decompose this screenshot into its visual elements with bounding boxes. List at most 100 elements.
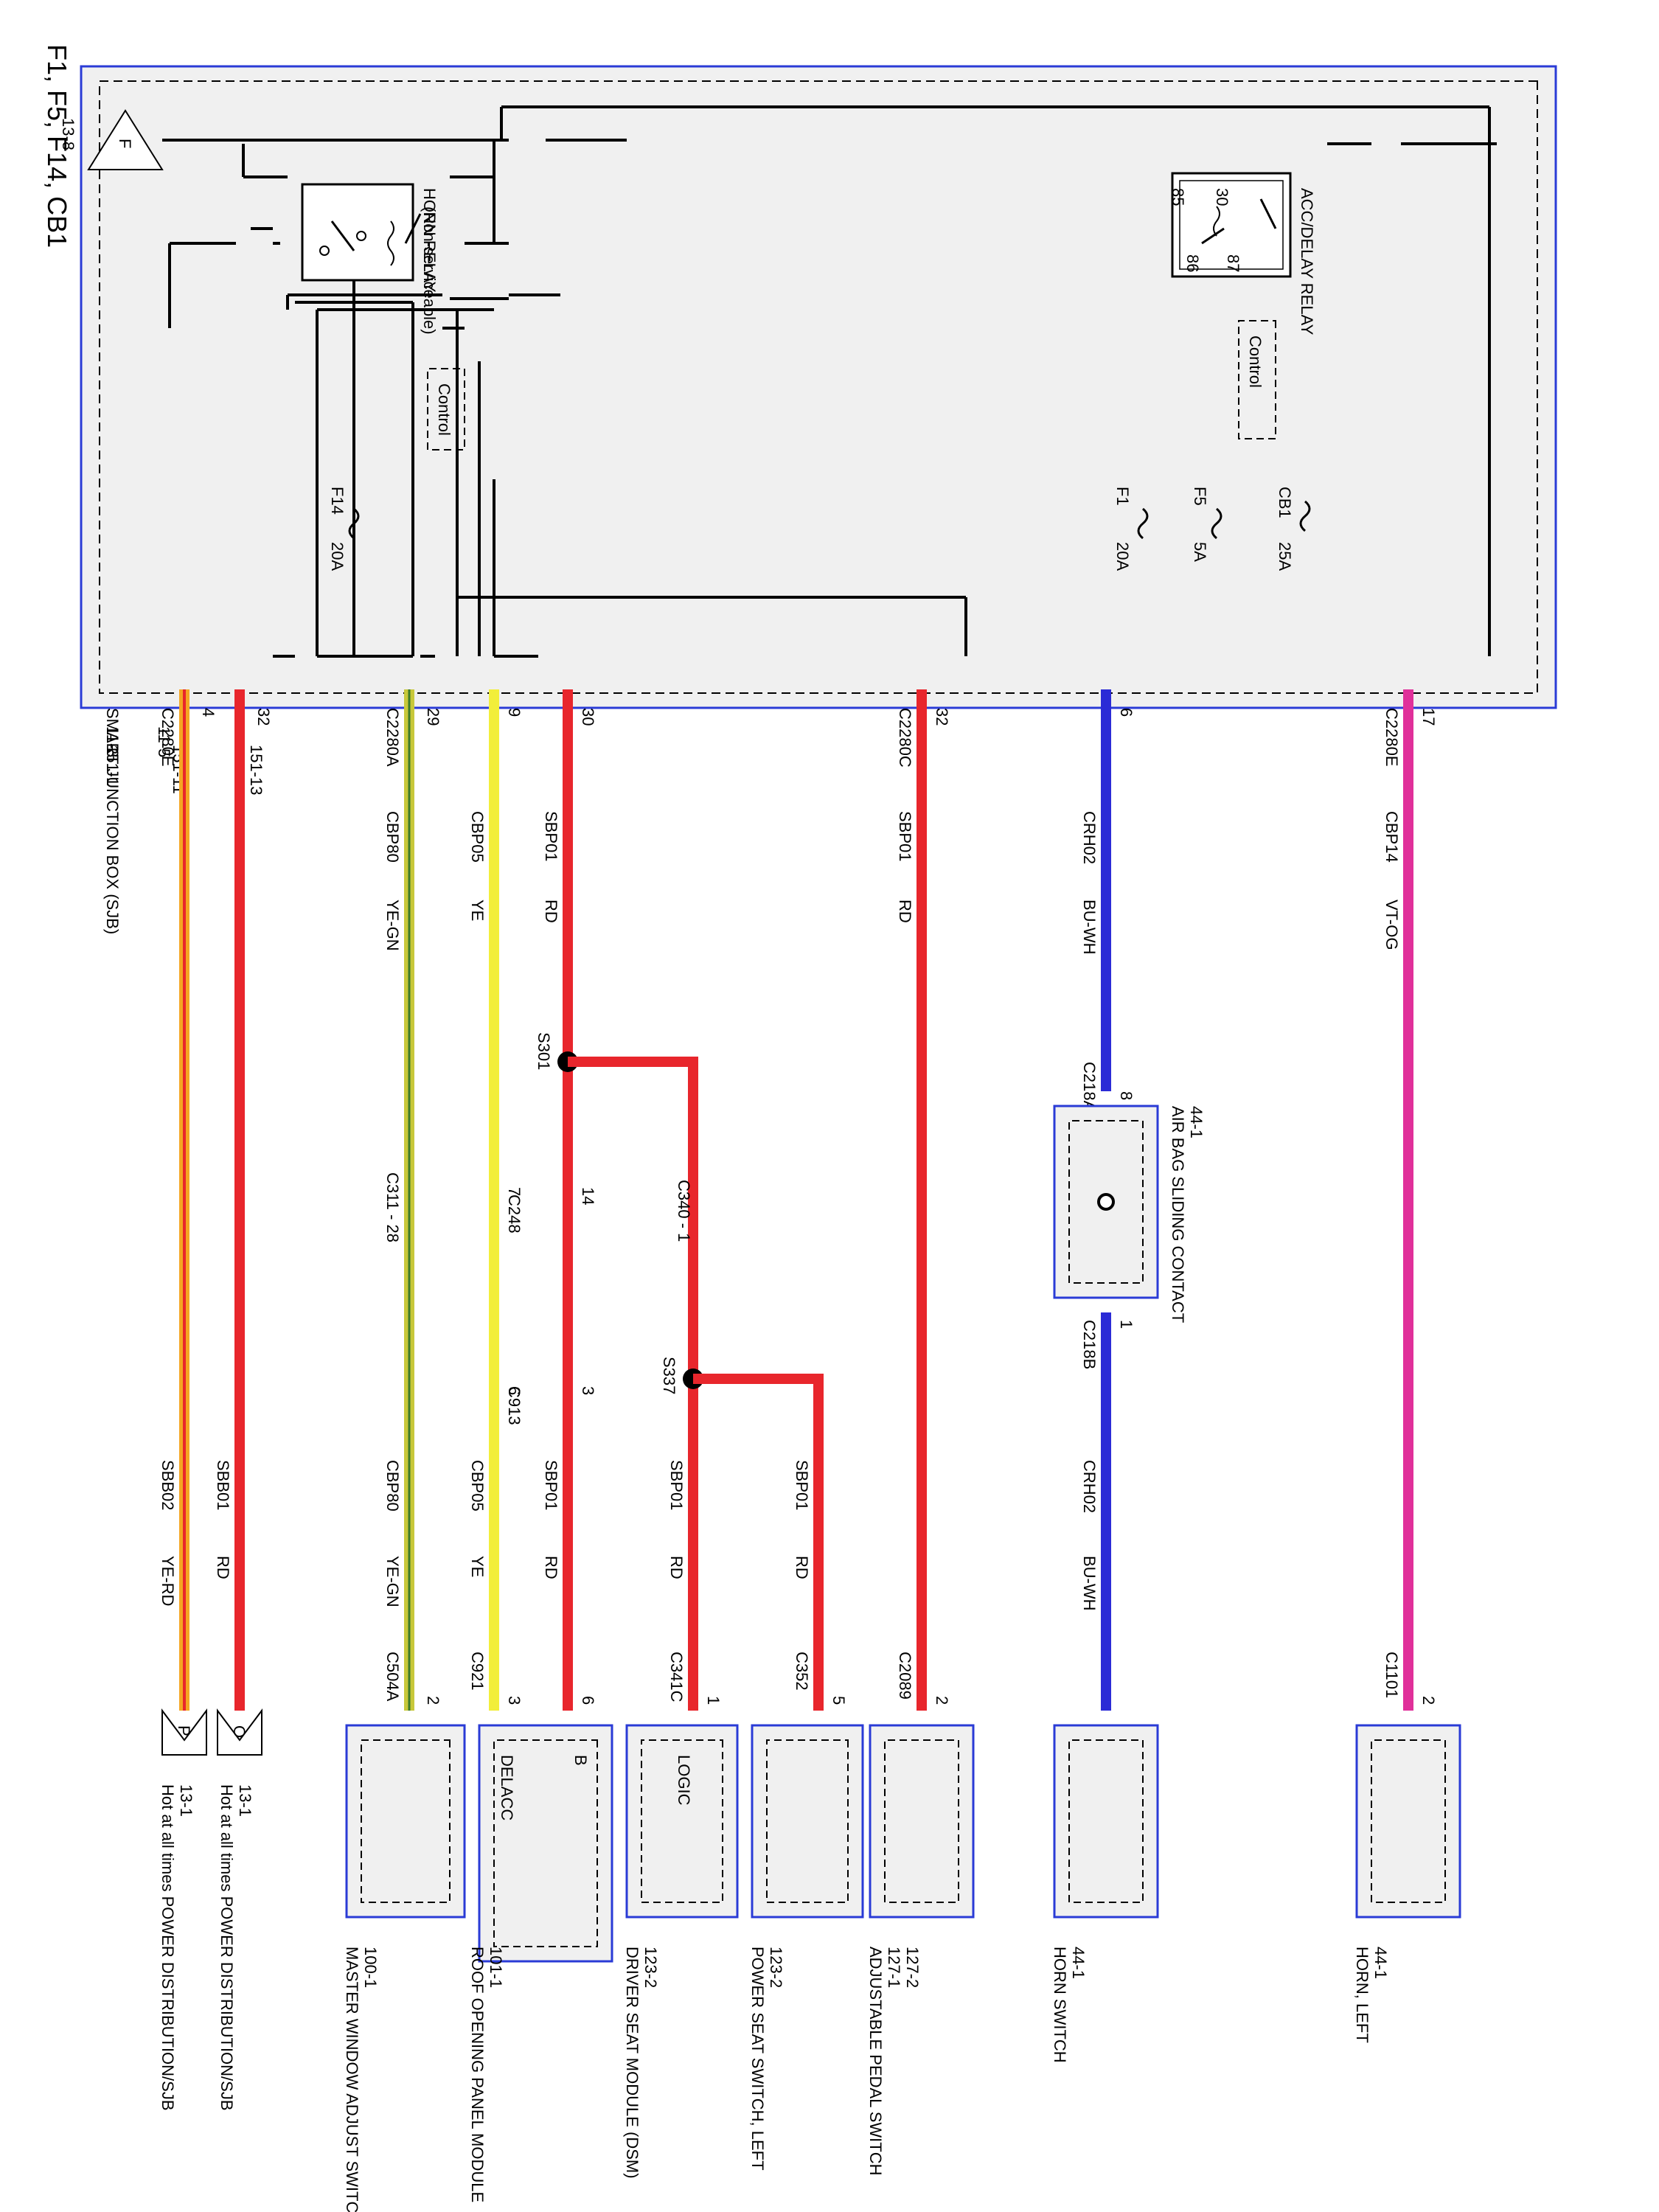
sbb01-pin: 32 — [254, 708, 273, 726]
wire-cbp80: C2280A 29 CBP80 YE-GN C311 - 28 CBP80 YE… — [383, 689, 442, 1711]
cbp05-color: YE — [468, 900, 487, 921]
cbp05-color-2: YE — [468, 1556, 487, 1577]
wire-sbp01-branch: C340 - 1 S337 SBP01 RD SBP01 RD C341C 1 … — [568, 1057, 848, 1711]
sjb-ref-151-13: 151-13 — [247, 745, 265, 796]
wire-crh02: 6 CRH02 BU-WH C218A 8 C218B 1 CRH02 BU-W… — [1080, 689, 1135, 1711]
sjb-box — [80, 65, 1557, 709]
acc-relay-name: ACC/DELAY RELAY — [1298, 188, 1316, 335]
ground-ref-f: F 13-8 — [59, 109, 164, 170]
hsw-ref: 44-1 — [1069, 1947, 1088, 1979]
horn-relay-note: (Non-serviceable) — [420, 206, 439, 335]
offpage-o-icon — [217, 1708, 262, 1756]
acc-relay-coil-icon — [1213, 206, 1220, 237]
sbb02-circuit: SBB02 — [159, 1460, 177, 1511]
offpage-p-icon — [161, 1708, 207, 1756]
aps-ref2: 127-2 — [903, 1947, 922, 1988]
airbag-name: AIR BAG SLIDING CONTACT — [1169, 1106, 1187, 1323]
offpage-o-symbol: O — [230, 1725, 248, 1738]
sbp01-end-pin: 6 — [579, 1696, 597, 1705]
ropm-inner-box — [493, 1739, 598, 1947]
module-horn: HORN, LEFT 44-1 — [1353, 1724, 1461, 2043]
cbp80-pin: 29 — [424, 708, 442, 726]
sjb-internal-wiring — [162, 105, 1497, 658]
horn-relay-coil-icon — [387, 220, 394, 266]
offpage-p-symbol: P — [175, 1725, 193, 1736]
sbp01-pin: 30 — [579, 708, 597, 726]
cbp14-pin: 17 — [1419, 708, 1438, 726]
pss-box — [751, 1724, 864, 1919]
wire-cbp05: 9 CBP05 YE 7 6 CBP05 YE 3 — [468, 689, 524, 1711]
dsm-ref: 123-2 — [641, 1947, 660, 1988]
cbp80-circuit: CBP80 — [383, 811, 402, 863]
cb1-rating: 25A — [1276, 542, 1294, 571]
cbp05-pin: 9 — [505, 708, 524, 717]
ropm-name: ROOF OPENING PANEL MODULE — [468, 1947, 487, 2202]
cbp05-circuit: CBP05 — [468, 811, 487, 863]
sbp01-c248: C248 — [505, 1194, 524, 1234]
pss-name: POWER SEAT SWITCH, LEFT — [748, 1947, 767, 2171]
sbb01-color: RD — [214, 1556, 232, 1579]
ropm-ref: 101-1 — [487, 1947, 505, 1988]
branch-circuit-2: SBP01 — [793, 1460, 811, 1511]
wire-cbp14: C2280E 17 CBP14 VT-OG C1101 2 — [1382, 689, 1438, 1711]
f1-label: F1 — [1113, 487, 1132, 506]
crh02-c218b: C218B — [1080, 1320, 1099, 1369]
sbb02-pin: 4 — [199, 708, 218, 717]
sbp01-circuit-2: SBP01 — [542, 1460, 560, 1511]
sbb01-circuit: SBB01 — [214, 1460, 232, 1511]
acc-relay-control-box — [1238, 320, 1276, 439]
crh02-color: BU-WH — [1080, 900, 1099, 955]
sjb-ref-151-1: 151-1 — [103, 745, 122, 786]
module-aps: ADJUSTABLE PEDAL SWITCH 127-1 127-2 — [866, 1724, 975, 2176]
sjb-name: SMART JUNCTION BOX (SJB) — [103, 708, 122, 934]
branch-inline: C340 - 1 — [675, 1180, 693, 1242]
branch-color-2: RD — [793, 1556, 811, 1579]
pss-inner-box — [766, 1739, 849, 1903]
cbp80-connector: C2280A — [383, 708, 402, 767]
sbp01c-end-connector: C2089 — [896, 1652, 914, 1700]
cbp05-end-pin: 3 — [505, 1696, 524, 1705]
sbp01c-connector: C2280C — [896, 708, 914, 768]
f14-fuse-icon — [348, 507, 360, 540]
f1-rating: 20A — [1113, 542, 1132, 571]
module-hsw: HORN SWITCH 44-1 — [1051, 1724, 1159, 2063]
aps-ref1: 127-1 — [885, 1947, 903, 1988]
horn-relay: Control HORN RELAY (Non-serviceable) — [301, 183, 465, 451]
module-ropm: DELACC B ROOF OPENING PANEL MODULE 101-1 — [468, 1724, 613, 2202]
sbp01-circuit: SBP01 — [542, 811, 560, 862]
ground-symbol: F — [116, 139, 134, 148]
airbag-ref: 44-1 — [1187, 1106, 1206, 1138]
module-pss: POWER SEAT SWITCH, LEFT 123-2 — [748, 1724, 864, 2171]
cbp05-circuit-2: CBP05 — [468, 1460, 487, 1512]
aps-name: ADJUSTABLE PEDAL SWITCH — [866, 1947, 885, 2176]
cb1-fuse-icon — [1299, 500, 1311, 532]
acc-pin-30: 30 — [1213, 188, 1231, 206]
cbp80-color-2: YE-GN — [383, 1556, 402, 1607]
cbp80-inline: C311 - 28 — [383, 1172, 402, 1242]
offpage-o-label: Hot at all times POWER DISTRIBUTION/SJB — [218, 1784, 236, 2111]
sbp01c-circuit: SBP01 — [896, 811, 914, 862]
acc-pin-86: 86 — [1183, 254, 1202, 272]
f5-label: F5 — [1191, 487, 1209, 506]
cbp14-end-pin: 2 — [1419, 1696, 1438, 1705]
crh02-circuit: CRH02 — [1080, 811, 1099, 864]
crh02-circuit-2: CRH02 — [1080, 1460, 1099, 1513]
sbp01-c921: C921 — [468, 1652, 487, 1691]
horn-name: HORN, LEFT — [1353, 1947, 1371, 2043]
horn-ref: 44-1 — [1371, 1947, 1390, 1979]
wire-sbb01: 32 SBB01 RD — [214, 689, 273, 1711]
acc-pin-85: 85 — [1169, 188, 1187, 206]
sbb02-color: YE-RD — [159, 1556, 177, 1606]
branch-c341-pin: 1 — [704, 1696, 723, 1705]
branch-c352: C352 — [793, 1652, 811, 1691]
sbp01c-end-pin: 2 — [933, 1696, 951, 1705]
branch-circuit: SBP01 — [667, 1460, 686, 1511]
wire-sbp01: 30 SBP01 RD S301 C248 14 C913 3 SBP01 RD… — [468, 689, 597, 1711]
mwas-name: MASTER WINDOW ADJUST SWITCH — [343, 1947, 361, 2212]
sbp01c-color: RD — [896, 900, 914, 923]
horn-box — [1355, 1724, 1461, 1919]
f1-fuse-icon — [1137, 507, 1149, 540]
f14-rating: 20A — [328, 542, 347, 571]
sbb02-connector: C2280E — [159, 708, 177, 767]
